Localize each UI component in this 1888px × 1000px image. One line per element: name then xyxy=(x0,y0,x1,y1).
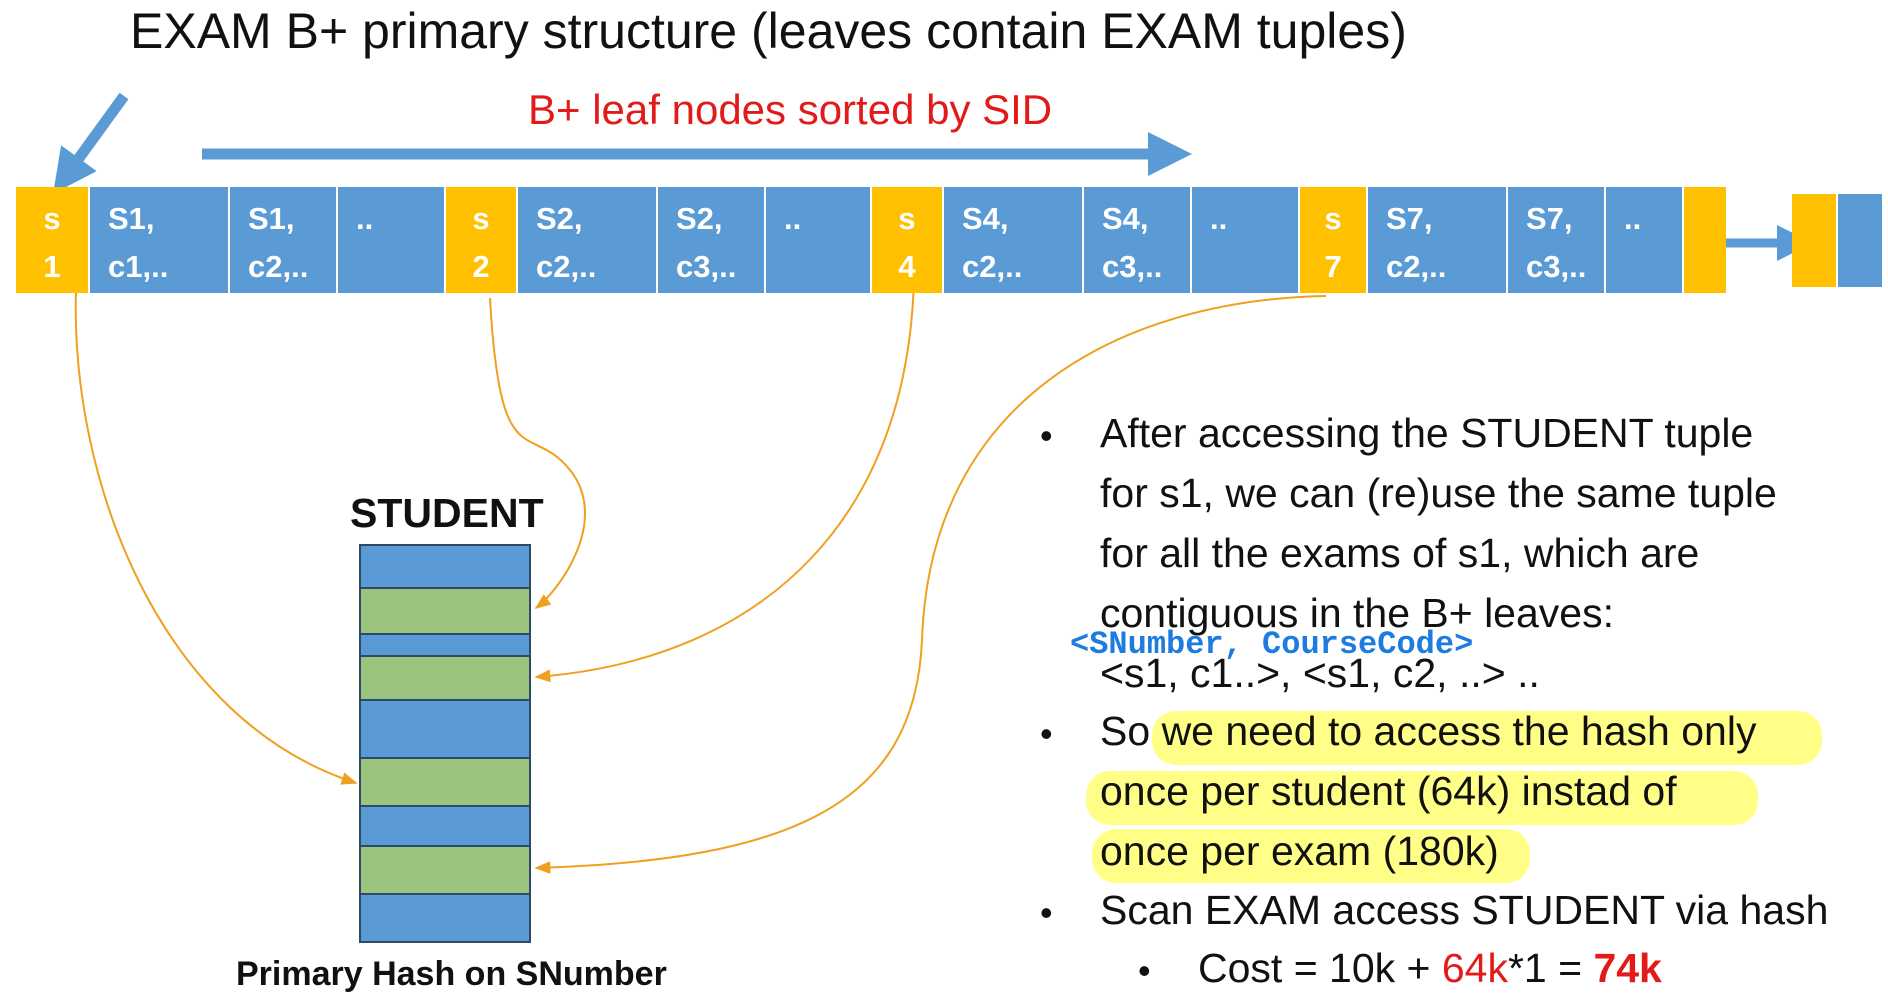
cell-line-2: c2,.. xyxy=(962,249,1023,284)
cell-line-2: c3,.. xyxy=(1102,249,1163,284)
cost-students: 64k xyxy=(1441,945,1508,991)
pointer-s2 xyxy=(489,297,586,609)
cell-line-2: 7 xyxy=(1324,249,1342,284)
cell-line-1: S2, xyxy=(536,201,583,236)
leaf-tuple-cell: S1, c2,.. xyxy=(228,187,336,293)
student-bucket xyxy=(359,699,531,759)
leaf-tuple-cell: S4, c2,.. xyxy=(942,187,1082,293)
bullet-1-line-2: for s1, we can (re)use the same tuple xyxy=(1100,470,1777,516)
leaf-tuple-cell: .. xyxy=(764,187,870,293)
student-bucket xyxy=(359,633,531,657)
leaf-tuple-cell: S7, c2,.. xyxy=(1366,187,1506,293)
cell-line-1: .. xyxy=(1624,201,1642,236)
student-bucket xyxy=(359,893,531,943)
leaf-tuple-cell: .. xyxy=(336,187,444,293)
hash-caption: Primary Hash on SNumber xyxy=(236,955,667,993)
cost-line: Cost = 10k + 64k*1 = 74k xyxy=(1198,945,1662,992)
cell-line-1: S2, xyxy=(676,201,723,236)
cell-line-2: c2,.. xyxy=(1386,249,1447,284)
bullet-1-line-4: contiguous in the B+ leaves: xyxy=(1100,590,1614,636)
leaf-tuple-cell: S7, c3,.. xyxy=(1506,187,1604,293)
student-bucket xyxy=(359,805,531,847)
cell-line-2: c3,.. xyxy=(676,249,737,284)
slide-title: EXAM B+ primary structure (leaves contai… xyxy=(130,3,1407,59)
cell-line-1: S7, xyxy=(1386,201,1433,236)
bullet-dot-2: • xyxy=(1040,713,1053,754)
bullet-2-line-3: once per exam (180k) xyxy=(1100,828,1499,874)
cell-line-1: s xyxy=(43,201,61,236)
bullet-2-prefix: So xyxy=(1100,708,1151,754)
cost-result: 74k xyxy=(1593,945,1662,991)
cell-line-2: c3,.. xyxy=(1526,249,1587,284)
cell-line-1: s xyxy=(1324,201,1342,236)
pointer-s7 xyxy=(534,295,1327,874)
leaf-tuple-cell: .. xyxy=(1190,187,1298,293)
student-hash-table xyxy=(359,544,531,943)
student-bucket-hit xyxy=(359,655,531,701)
highlight-line-2 xyxy=(1086,771,1758,825)
cell-line-2: 4 xyxy=(898,249,916,284)
leaf-tuple-cell: S4, c3,.. xyxy=(1082,187,1190,293)
leaf-tuple-cell: S2, c2,.. xyxy=(516,187,656,293)
student-bucket-hit xyxy=(359,587,531,635)
bullet-3-text: Scan EXAM access STUDENT via hash xyxy=(1100,887,1829,933)
pointer-s1 xyxy=(74,289,358,785)
key-format-label: <SNumber, CourseCode> xyxy=(1070,626,1474,663)
pointer-s4 xyxy=(534,247,916,683)
cell-line-1: S4, xyxy=(1102,201,1149,236)
next-leaf-tuple xyxy=(1838,194,1882,287)
bullet-2-highlight-text-1: we need to access the hash only xyxy=(1161,708,1757,754)
bullet-1-line-3: for all the exams of s1, which are xyxy=(1100,530,1700,576)
cell-line-1: .. xyxy=(356,201,374,236)
student-bucket-hit xyxy=(359,845,531,895)
cell-line-2: c2,.. xyxy=(536,249,597,284)
title-pointer-arrow xyxy=(53,92,129,194)
bullet-2-line-1: So we need to access the hash only xyxy=(1100,708,1756,755)
leaf-tuple-cell: .. xyxy=(1604,187,1682,293)
bullet-1-line-1: After accessing the STUDENT tuple xyxy=(1100,410,1754,456)
cell-line-1: S4, xyxy=(962,201,1009,236)
cell-line-2: c1,.. xyxy=(108,249,169,284)
cell-line-1: s xyxy=(898,201,916,236)
student-bucket-hit xyxy=(359,757,531,807)
bullet-2-line-2: once per student (64k) instad of xyxy=(1100,768,1677,814)
bullet-1-line-5: <s1, c1..>, <s1, c2, ..> .. xyxy=(1100,650,1540,696)
cost-mid: *1 = xyxy=(1507,945,1594,991)
student-bucket xyxy=(359,544,531,589)
bullet-dot-3: • xyxy=(1040,892,1053,933)
cell-line-1: .. xyxy=(1210,201,1228,236)
cost-prefix: Cost = 10k + xyxy=(1198,945,1442,991)
leaf-key-cell xyxy=(1682,187,1726,293)
highlight-line-1 xyxy=(1152,711,1822,765)
cell-line-2: 1 xyxy=(43,249,61,284)
cell-line-1: S1, xyxy=(108,201,155,236)
cell-line-1: S7, xyxy=(1526,201,1573,236)
highlight-line-3 xyxy=(1092,829,1530,883)
next-leaf-key xyxy=(1792,194,1836,287)
leaf-order-caption: B+ leaf nodes sorted by SID xyxy=(528,86,1053,133)
sub-bullet-dot: • xyxy=(1138,950,1151,991)
leaf-tuple-cell: S1, c1,.. xyxy=(88,187,228,293)
cell-line-2: 2 xyxy=(472,249,490,284)
cell-line-1: S1, xyxy=(248,201,295,236)
cell-line-1: .. xyxy=(784,201,802,236)
student-label: STUDENT xyxy=(350,490,544,536)
leaf-tuple-cell: S2, c3,.. xyxy=(656,187,764,293)
cell-line-1: s xyxy=(472,201,490,236)
cell-line-2: c2,.. xyxy=(248,249,309,284)
bullet-dot-1: • xyxy=(1040,415,1053,456)
